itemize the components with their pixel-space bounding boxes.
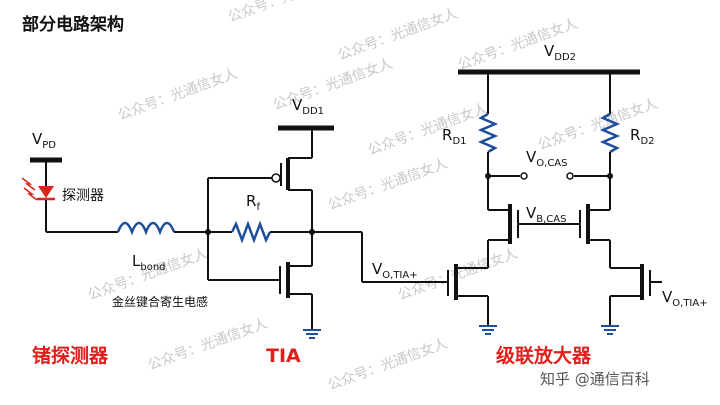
vo-tia-label: VO,TIA+ bbox=[372, 260, 418, 281]
rf-resistor-icon bbox=[230, 220, 272, 244]
vo-out-label: VO,TIA+ bbox=[662, 288, 708, 309]
photodiode-icon bbox=[38, 186, 54, 198]
watermark: 公众号：光通信女人 bbox=[116, 65, 240, 124]
light-arrow-icon bbox=[21, 177, 38, 201]
rf-label: Rf bbox=[246, 192, 260, 213]
wire-bond-note: 金丝键合寄生电感 bbox=[112, 294, 208, 309]
cascode-amplifier-section: VDD2 RD1 RD2 VO,CAS VB,CAS bbox=[442, 42, 708, 335]
watermark: 公众号：光通信女人 bbox=[336, 5, 460, 64]
lbond-label: Lbond bbox=[132, 252, 166, 273]
section-label-ge-detector: 锗探测器 bbox=[32, 344, 109, 367]
detector-label: 探测器 bbox=[62, 188, 104, 204]
watermark: 公众号：光通信女人 bbox=[326, 335, 450, 394]
rd1-resistor-icon bbox=[477, 112, 499, 154]
vdd2-label: VDD2 bbox=[544, 42, 576, 63]
ground-icon bbox=[302, 329, 322, 339]
section-label-tia: TIA bbox=[266, 345, 301, 367]
tia-section: VDD1 Rf VO,TIA+ bbox=[205, 96, 448, 339]
watermark: 公众号：光通信女人 bbox=[366, 100, 490, 159]
section-label-cascode: 级联放大器 bbox=[496, 344, 592, 367]
watermark: 公众号：光通信女人 bbox=[456, 15, 580, 74]
watermark: 公众号：光通信女人 bbox=[146, 315, 270, 374]
pmos-bubble-icon bbox=[271, 173, 281, 183]
watermark: 公众号：光通信女人 bbox=[226, 0, 350, 26]
brand-watermark: 知乎 @通信百科 bbox=[540, 370, 650, 388]
page-title: 部分电路架构 bbox=[22, 14, 124, 35]
photodetector-section: VPD 探测器 bbox=[21, 130, 118, 233]
inductor-icon bbox=[116, 221, 176, 236]
rd2-label: RD2 bbox=[630, 126, 655, 147]
brand-text: 知乎 @通信百科 bbox=[540, 370, 650, 388]
vo-cas-label: VO,CAS bbox=[526, 148, 568, 169]
rd2-resistor-icon bbox=[599, 112, 621, 154]
vpd-label: VPD bbox=[32, 130, 56, 151]
ground-icon bbox=[478, 325, 498, 335]
watermark: 公众号：光通信女人 bbox=[271, 55, 395, 114]
output-terminal-icon bbox=[520, 172, 528, 180]
vb-cas-label: VB,CAS bbox=[526, 204, 566, 225]
vdd1-label: VDD1 bbox=[292, 96, 324, 117]
bond-inductor: Lbond 金丝键合寄生电感 bbox=[112, 221, 208, 309]
output-terminal-icon bbox=[566, 172, 574, 180]
ground-icon bbox=[600, 325, 620, 335]
rd1-label: RD1 bbox=[442, 126, 467, 147]
watermark: 公众号：光通信女人 bbox=[326, 155, 450, 214]
